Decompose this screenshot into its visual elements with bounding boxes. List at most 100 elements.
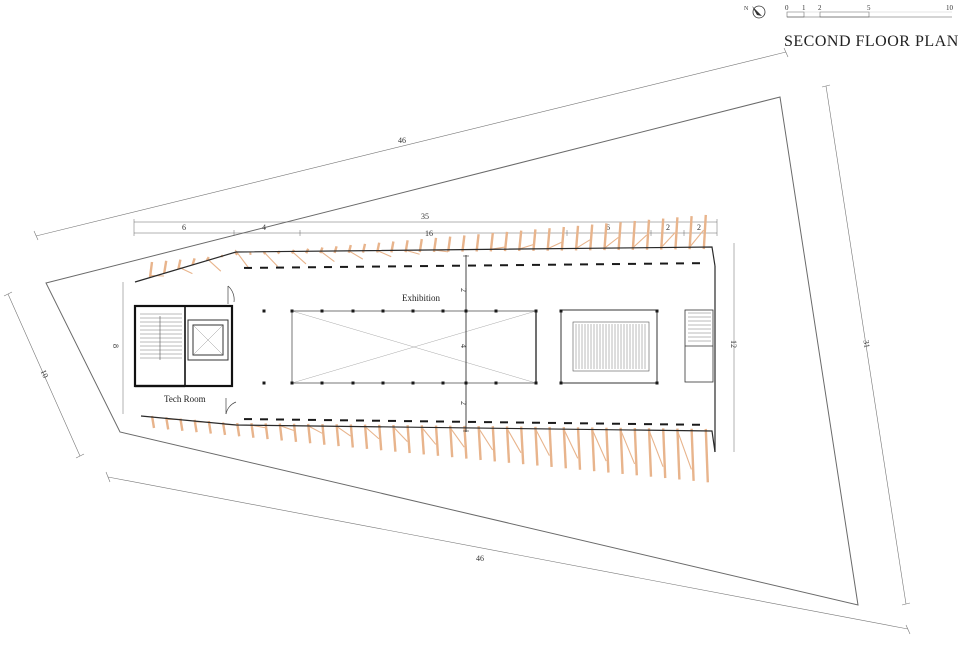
timber-brace [563,428,579,459]
structural-columns [262,309,659,385]
building-envelope [134,246,716,453]
timber-brace [263,251,278,267]
column [655,381,659,385]
column [494,309,498,313]
timber-fin [591,427,596,472]
site-boundary [45,96,859,606]
timber-brace [336,425,351,437]
column [655,309,659,313]
column [262,381,266,385]
timber-brace [291,251,307,265]
column-spacing-3: 2 [459,401,468,405]
timber-fin [292,423,298,443]
scale-tick-0: 0 [785,4,789,12]
timber-fin [406,425,411,454]
room-label-exhibition: Exhibition [402,293,440,303]
door-lower [225,398,237,415]
timber-brace [234,249,250,270]
timber-fin [321,423,326,445]
site-dim-left: 10 [39,368,50,379]
segment-label-1: 6 [182,223,186,232]
column [381,381,385,385]
column [351,381,355,385]
timber-fin [461,235,466,252]
timber-fin [191,258,196,266]
timber-fin [546,228,551,251]
scale-tick-10: 10 [946,4,954,12]
timber-fin [605,427,610,473]
column [290,381,294,385]
column [320,381,324,385]
timber-fin [534,426,539,466]
timber-fin [420,425,425,455]
timber-fin [333,245,338,254]
timber-fin [674,217,679,250]
column [290,309,294,313]
column [262,309,266,313]
timber-fin [704,428,709,483]
timber-fin [660,218,665,250]
timber-fin [548,426,553,468]
timber-brace [632,234,648,249]
timber-fin [491,426,496,462]
timber-fin [676,428,681,480]
column-spacing-2: 4 [459,344,468,348]
segment-label-3: 16 [425,229,433,238]
overall-length-label: 35 [421,212,429,221]
timber-fin [335,424,340,447]
timber-brace [506,428,522,454]
timber-brace [648,430,664,467]
column [464,381,468,385]
atrium-void [291,310,537,384]
timber-fin [702,214,707,250]
column-gridline [463,255,469,432]
timber-brace [478,427,494,451]
building-dimension-lines [122,219,735,452]
timber-fin [562,427,567,469]
column [441,309,445,313]
timber-fin [463,425,468,459]
timber-brace [348,250,364,260]
segment-label-2: 4 [262,223,266,232]
small-stair [684,309,714,383]
site-dimension-lines [3,47,911,635]
timber-brace [547,241,562,250]
timber-brace [405,249,420,255]
timber-fin [378,424,383,451]
timber-fin [619,427,624,474]
elevator-shaft [187,319,229,361]
timber-brace [620,429,636,465]
column [559,381,563,385]
timber-fin [518,230,523,252]
timber-brace [320,250,335,262]
timber-fin [633,427,638,476]
grand-stair-treads [575,324,646,369]
timber-brace [660,232,676,248]
column-spacing-1: 2 [459,288,468,292]
column [411,309,415,313]
timber-fin [392,424,397,452]
timber-fin [207,420,212,434]
timber-fin [278,423,283,441]
column [381,309,385,313]
timber-fin [690,428,695,481]
site-dim-right: 31 [861,339,871,348]
timber-fin [477,425,482,461]
column [534,309,538,313]
timber-brace [393,426,408,443]
column [351,309,355,313]
north-arrow-icon: N [744,5,766,19]
timber-fin [307,423,312,444]
timber-brace [575,239,591,249]
timber-fin [361,243,367,253]
timber-fin [631,220,636,250]
timber-brace [364,426,380,440]
timber-fin [603,223,608,251]
timber-brace [279,425,294,432]
right-height-label: 12 [729,340,738,348]
timber-fin [589,224,594,251]
timber-brace [534,428,550,456]
grand-stair [560,309,658,384]
segment-label-6: 2 [697,223,701,232]
site-dim-bottom: 46 [476,554,484,563]
